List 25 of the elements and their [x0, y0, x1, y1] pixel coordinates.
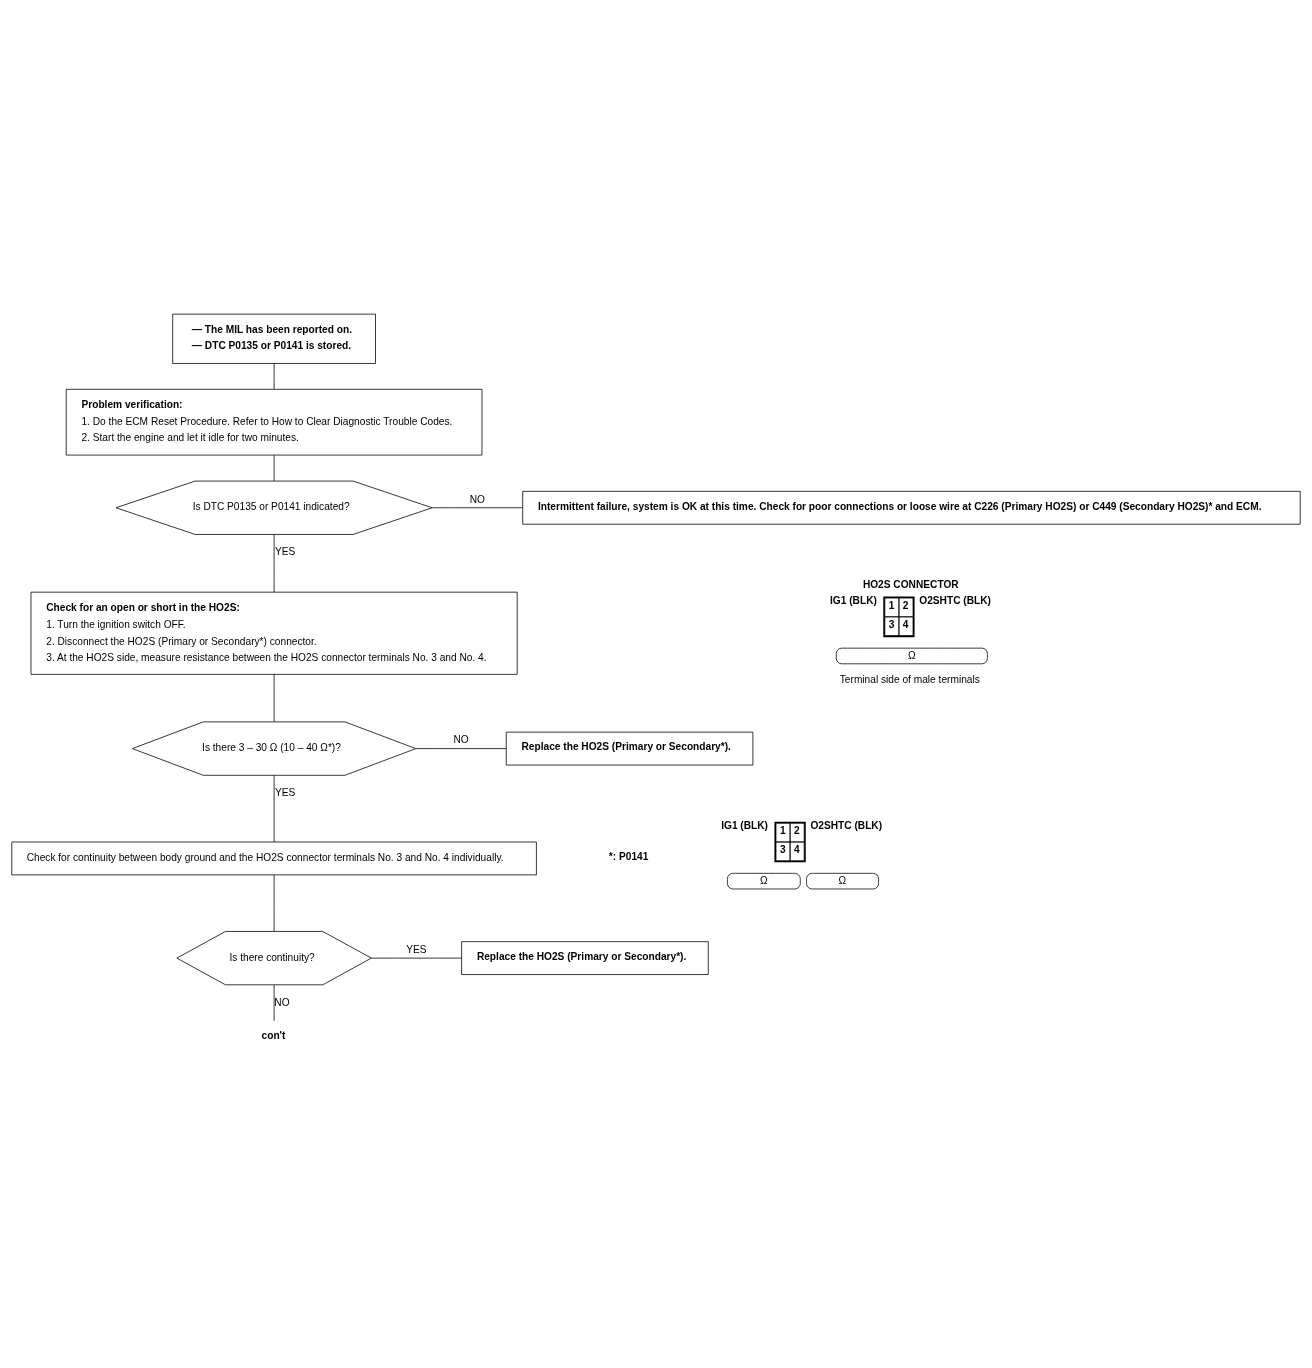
label: IG1 (BLK) — [830, 594, 877, 606]
label: 3 — [888, 619, 895, 631]
label: Ω — [759, 874, 768, 886]
label: *: P0141 — [608, 851, 649, 863]
label: Ω — [907, 649, 916, 661]
label: Ω — [838, 874, 847, 886]
edge-label: YES — [406, 943, 427, 955]
edge-label: YES — [274, 546, 296, 558]
node-text: con't — [261, 1030, 286, 1042]
edge-label: YES — [274, 787, 296, 799]
label: O2SHTC (BLK) — [810, 820, 883, 831]
label: IG1 (BLK) — [721, 820, 769, 831]
label: 1 — [888, 600, 895, 612]
edge-label: NO — [274, 996, 290, 1008]
edge-label: NO — [469, 493, 485, 505]
label: Terminal side of male terminals — [839, 673, 980, 685]
label: 3 — [779, 844, 786, 856]
label: 1 — [779, 825, 786, 837]
label: 2 — [902, 600, 909, 612]
edge-label: NO — [453, 734, 469, 746]
label: 2 — [794, 825, 800, 837]
label: 4 — [902, 619, 909, 631]
label: 4 — [794, 844, 800, 856]
label: HO2S CONNECTOR — [862, 579, 959, 591]
label: O2SHTC (BLK) — [919, 594, 991, 606]
